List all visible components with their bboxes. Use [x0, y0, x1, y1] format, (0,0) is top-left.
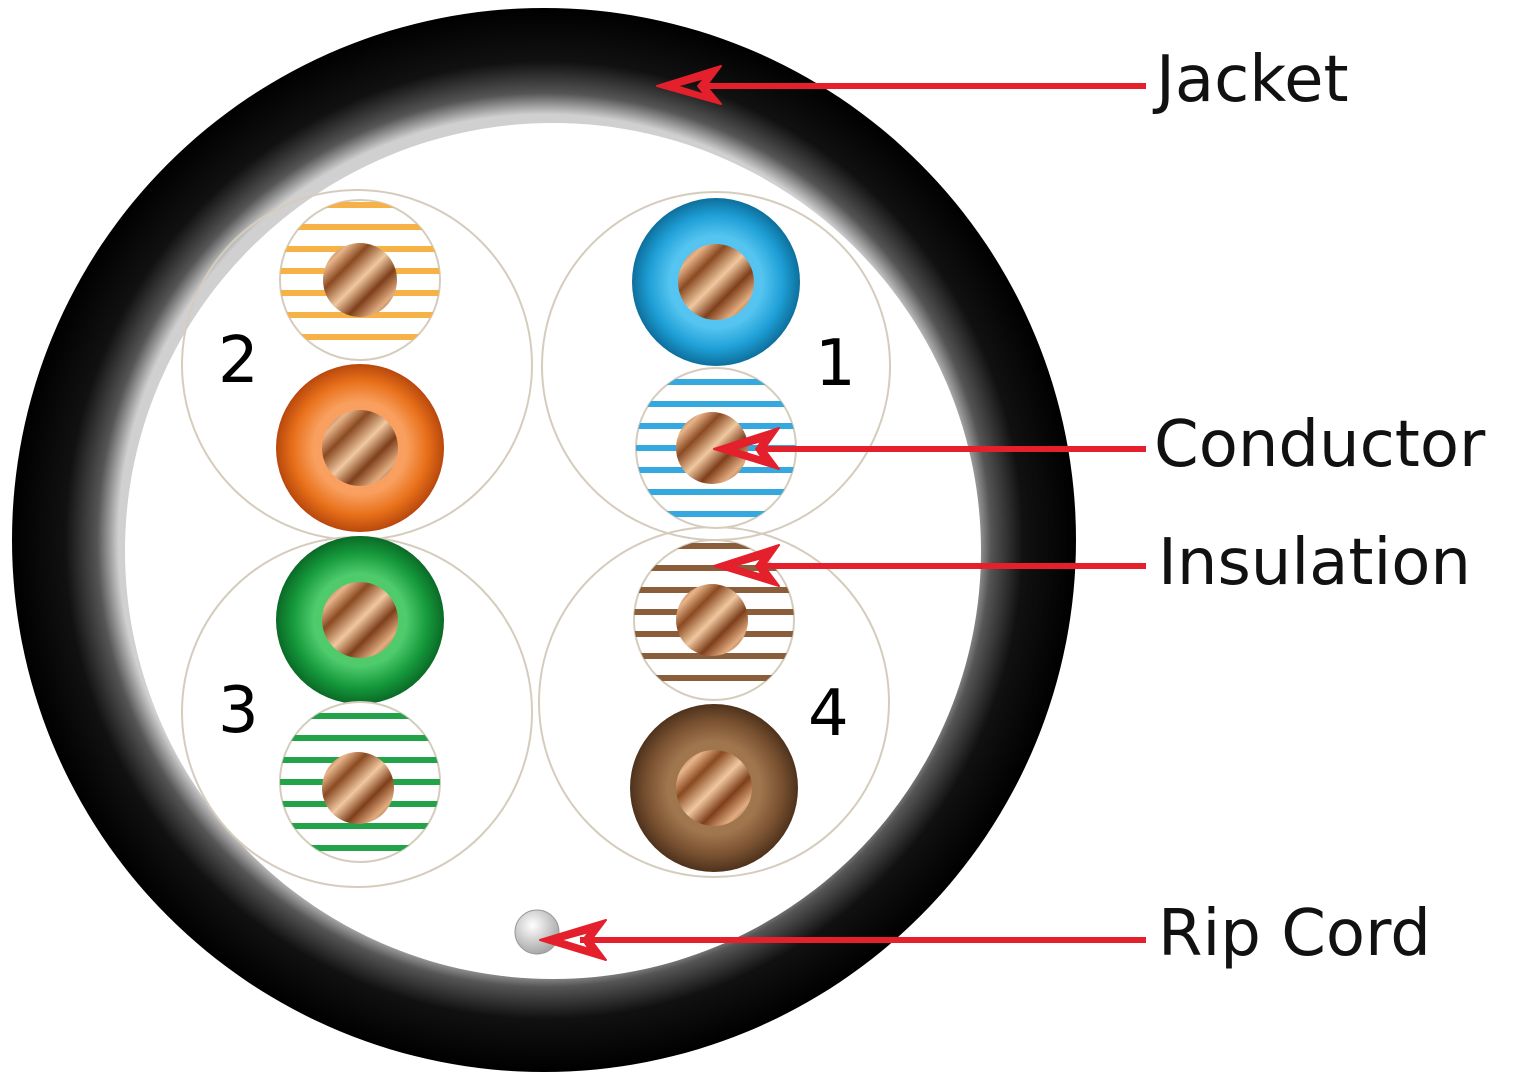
pair-3-striped-wire	[279, 701, 441, 863]
jacket-label: Jacket	[1152, 43, 1349, 117]
pair-1-number: 1	[815, 327, 856, 401]
pair-2: 2	[218, 199, 444, 532]
pair-3-number: 3	[218, 674, 259, 748]
conductor	[322, 410, 398, 486]
pair-1: 1	[632, 198, 856, 529]
insulation-label: Insulation	[1158, 526, 1471, 600]
callout-arrows	[580, 83, 1146, 943]
conductor	[678, 244, 754, 320]
pair-3-solid-wire	[276, 536, 444, 704]
rip-cord	[514, 909, 560, 955]
pair-1-solid-wire	[632, 198, 800, 366]
conductor	[322, 582, 398, 658]
pair-4: 4	[630, 539, 849, 872]
rip-cord-label: Rip Cord	[1158, 897, 1431, 971]
conductor	[676, 412, 748, 484]
jacket-arrowhead	[656, 65, 722, 105]
pair-2-solid-wire	[276, 364, 444, 532]
pair-3: 3	[218, 536, 444, 863]
pair-4-number: 4	[808, 677, 849, 751]
arrow-heads	[539, 65, 780, 961]
insulation-arrowhead	[713, 544, 780, 587]
conductor	[676, 750, 752, 826]
pair-4-solid-wire	[630, 704, 798, 872]
conductor-label: Conductor	[1154, 408, 1486, 482]
conductor	[323, 243, 397, 317]
conductor	[322, 752, 394, 824]
rip-cord-arrowhead	[539, 919, 607, 961]
conductor-arrowhead	[713, 427, 780, 470]
pair-2-number: 2	[218, 324, 259, 398]
conductor	[676, 584, 748, 656]
